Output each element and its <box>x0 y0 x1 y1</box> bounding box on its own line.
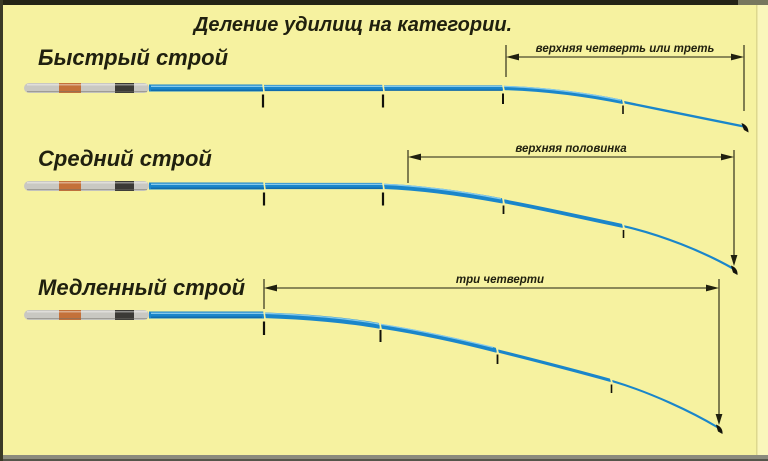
rod-slow-measure: три четверти <box>263 274 723 425</box>
handle-black-band <box>115 310 134 320</box>
right-edge-line <box>756 0 758 461</box>
arrow-left-icon <box>506 53 519 61</box>
arrow-left-icon <box>408 153 421 161</box>
handle-orange-band <box>59 83 81 93</box>
handle-orange-band <box>59 310 81 320</box>
rod-medium-label: Средний строй <box>38 146 212 171</box>
top-edge <box>0 0 768 5</box>
rod-medium-group: Средний строй верхняя половинка <box>24 143 738 275</box>
rod-handle <box>24 83 149 93</box>
rod-fast-label: Быстрый строй <box>38 45 229 70</box>
rod-medium-measure-label: верхняя половинка <box>515 143 627 155</box>
rod-tip <box>716 424 723 434</box>
left-edge <box>0 0 3 461</box>
arrow-down-icon <box>715 414 723 425</box>
rod-handle <box>24 310 149 320</box>
top-edge-fade <box>738 0 768 5</box>
rod-medium-measure: верхняя половинка <box>407 143 738 266</box>
rod-blank <box>149 310 723 434</box>
arrow-left-icon <box>264 284 277 292</box>
rod-blank <box>149 181 738 275</box>
rod-slow-group: Медленный строй три четверти <box>24 274 723 434</box>
arrow-right-icon <box>721 153 734 161</box>
right-edge <box>757 0 768 461</box>
rod-tip <box>741 123 749 133</box>
arrow-right-icon <box>731 53 744 61</box>
rod-slow-measure-label: три четверти <box>456 274 544 286</box>
handle-black-band <box>115 83 134 93</box>
diagram-title: Деление удилищ на категории. <box>192 14 512 36</box>
handle-orange-band <box>59 181 81 191</box>
rod-fast-measure-label: верхняя четверть или треть <box>536 43 715 55</box>
rod-handle <box>24 181 149 191</box>
handle-black-band <box>115 181 134 191</box>
rod-slow-label: Медленный строй <box>38 275 246 300</box>
rod-tip <box>731 265 738 275</box>
rod-fast-group: Быстрый строй верхняя четверть или треть <box>24 43 749 133</box>
arrow-right-icon <box>706 284 719 292</box>
bottom-edge <box>0 455 768 461</box>
rod-fast-measure: верхняя четверть или треть <box>505 43 745 111</box>
rod-blank <box>149 83 749 133</box>
bottom-edge-dark <box>0 459 768 461</box>
arrow-down-icon <box>730 255 738 266</box>
